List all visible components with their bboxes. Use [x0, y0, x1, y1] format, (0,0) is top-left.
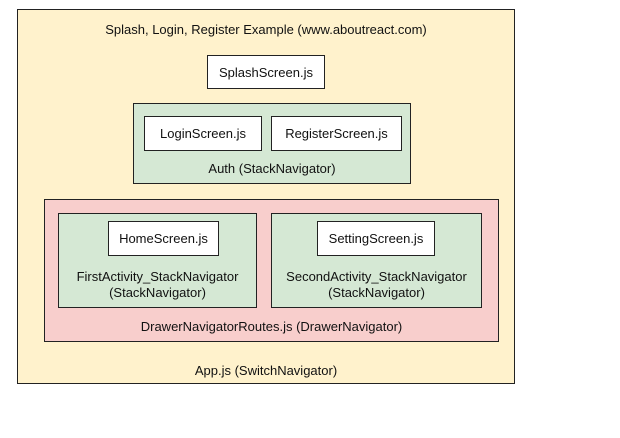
second-activity-type: (StackNavigator): [328, 285, 425, 300]
splash-screen-label: SplashScreen.js: [219, 64, 313, 80]
second-activity-label: SecondActivity_StackNavigator (StackNavi…: [271, 269, 482, 301]
first-activity-name: FirstActivity_StackNavigator: [76, 269, 239, 284]
setting-screen-label: SettingScreen.js: [328, 231, 424, 246]
login-screen-box: LoginScreen.js: [144, 116, 262, 151]
second-activity-name: SecondActivity_StackNavigator: [286, 269, 467, 284]
home-screen-label: HomeScreen.js: [119, 231, 208, 246]
first-activity-type: (StackNavigator): [109, 285, 206, 300]
diagram-title: Splash, Login, Register Example (www.abo…: [105, 22, 427, 37]
splash-screen-box: SplashScreen.js: [207, 55, 325, 89]
register-screen-box: RegisterScreen.js: [271, 116, 402, 151]
auth-navigator-label: Auth (StackNavigator): [208, 161, 336, 176]
register-screen-label: RegisterScreen.js: [285, 126, 388, 141]
drawer-navigator-label: DrawerNavigatorRoutes.js (DrawerNavigato…: [140, 319, 403, 334]
first-activity-label: FirstActivity_StackNavigator (StackNavig…: [58, 269, 257, 301]
setting-screen-box: SettingScreen.js: [317, 221, 435, 256]
login-screen-label: LoginScreen.js: [160, 126, 246, 141]
app-navigator-label: App.js (SwitchNavigator): [194, 363, 338, 378]
home-screen-box: HomeScreen.js: [108, 221, 219, 256]
